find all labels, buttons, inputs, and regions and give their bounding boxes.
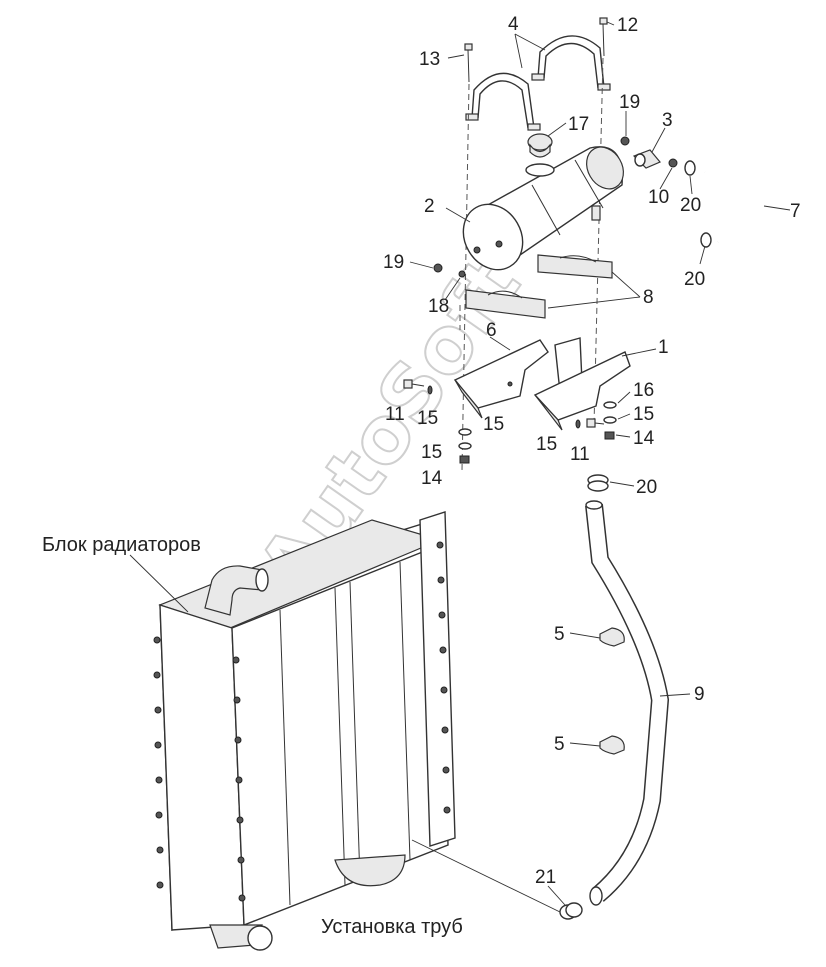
washer-15-c	[458, 442, 472, 450]
tank-strap-right	[531, 35, 611, 91]
plug-19-top	[620, 136, 630, 146]
nut-14-left	[459, 455, 470, 464]
callout-15-c: 15	[421, 442, 442, 463]
caption-pipe-installation: Установка труб	[321, 916, 463, 938]
callout-13: 13	[419, 49, 440, 70]
nut-10	[668, 158, 678, 168]
callout-6: 6	[486, 320, 497, 341]
radiator-block	[153, 511, 456, 951]
callout-12: 12	[617, 15, 638, 36]
clamp-21	[559, 902, 583, 920]
bolt-11-left	[403, 379, 425, 389]
hose-7	[704, 169, 766, 245]
assembly-axes	[459, 57, 604, 471]
callout-17: 17	[568, 114, 589, 135]
callout-5-lower: 5	[554, 734, 565, 755]
washer-15-b	[458, 428, 472, 436]
callout-4: 4	[508, 14, 519, 35]
callout-20-bottom: 20	[636, 477, 657, 498]
callout-15-a: 15	[417, 408, 438, 429]
nut-14-right	[604, 431, 615, 440]
fitting-3	[632, 149, 661, 169]
callout-15-b: 15	[483, 414, 504, 435]
callout-14-right: 14	[633, 428, 655, 449]
clamp-20-mid	[700, 232, 712, 248]
bolt-12	[599, 17, 608, 57]
washer-15-e	[603, 416, 617, 424]
washer-15-d	[575, 419, 581, 429]
expansion-tank	[462, 146, 624, 271]
bolt-11-right	[586, 418, 605, 428]
clamp-5-upper	[599, 627, 625, 647]
callout-20-top: 20	[680, 195, 701, 216]
callout-5-upper: 5	[554, 624, 565, 645]
radiator-bolts	[153, 541, 451, 902]
pad-8-upper	[537, 254, 613, 279]
bracket-6	[453, 339, 549, 419]
callout-19-top: 19	[619, 92, 640, 113]
washer-18	[458, 270, 466, 278]
pad-8-lower	[465, 289, 546, 319]
callout-16: 16	[633, 380, 654, 401]
plug-19-left	[433, 263, 443, 273]
callout-7: 7	[790, 201, 801, 222]
washer-16	[603, 401, 617, 409]
filler-cap	[527, 133, 553, 158]
callout-3: 3	[662, 110, 673, 131]
callout-8: 8	[643, 287, 654, 308]
callout-21: 21	[535, 867, 556, 888]
callout-2: 2	[424, 196, 435, 217]
callout-14-left: 14	[421, 468, 443, 489]
callout-11-right: 11	[570, 444, 590, 465]
washer-15-a	[427, 385, 433, 395]
clamp-5-lower	[599, 735, 625, 755]
clamp-20-top	[684, 160, 696, 176]
callout-9: 9	[694, 684, 705, 705]
callout-20-mid: 20	[684, 269, 705, 290]
bolt-13	[464, 43, 473, 83]
callout-11-left: 11	[385, 404, 405, 425]
caption-radiator-block: Блок радиаторов	[42, 534, 201, 556]
bracket-1	[533, 337, 631, 431]
tank-strap-left	[465, 72, 541, 131]
callout-labels: 4 12 13 19 3 17 2 10 20 7 19 20 8 18 6 1…	[383, 14, 801, 888]
leader-lines	[129, 21, 791, 913]
callout-18: 18	[428, 296, 449, 317]
callout-19-left: 19	[383, 252, 404, 273]
callout-15-d: 15	[536, 434, 557, 455]
clamp-20-bottom	[587, 474, 609, 492]
callout-1: 1	[658, 337, 669, 358]
pipe-9	[585, 500, 670, 906]
callout-10: 10	[648, 187, 669, 208]
callout-15-e: 15	[633, 404, 654, 425]
